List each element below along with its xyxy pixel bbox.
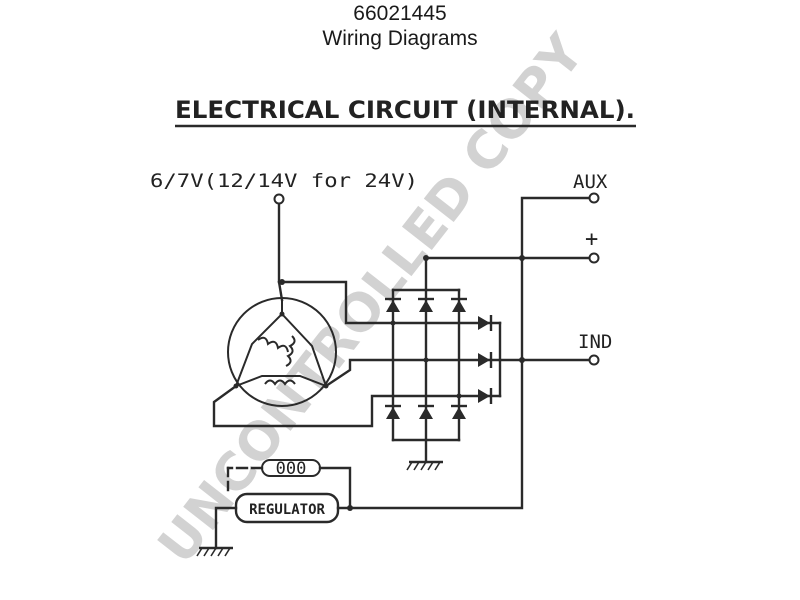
field-diode-1 [476, 313, 493, 333]
diode-lower-1 [383, 404, 403, 421]
document-subtitle: Wiring Diagrams [322, 27, 478, 50]
diode-lower-3 [449, 404, 469, 421]
aux-label: AUX [573, 171, 608, 193]
ind-terminal [588, 354, 600, 366]
plus-terminal [588, 252, 600, 264]
diode-upper-2 [416, 297, 436, 314]
part-number: 66021445 [353, 2, 447, 25]
regulator-label: REGULATOR [249, 502, 325, 518]
supply-terminal [273, 193, 285, 205]
diode-lower-2 [416, 404, 436, 421]
field-diode-2 [476, 350, 493, 370]
supply-voltage-label: 6/7V(12/14V for 24V) [150, 170, 418, 192]
ground-symbol-bridge [405, 460, 445, 472]
aux-terminal [588, 192, 600, 204]
diode-upper-3 [449, 297, 469, 314]
circuit-title: ELECTRICAL CIRCUIT (INTERNAL). [175, 96, 635, 124]
plus-label: + [585, 227, 598, 252]
field-coil-label: 000 [276, 459, 307, 479]
field-diode-3 [476, 386, 493, 406]
ind-label: IND [578, 331, 612, 353]
